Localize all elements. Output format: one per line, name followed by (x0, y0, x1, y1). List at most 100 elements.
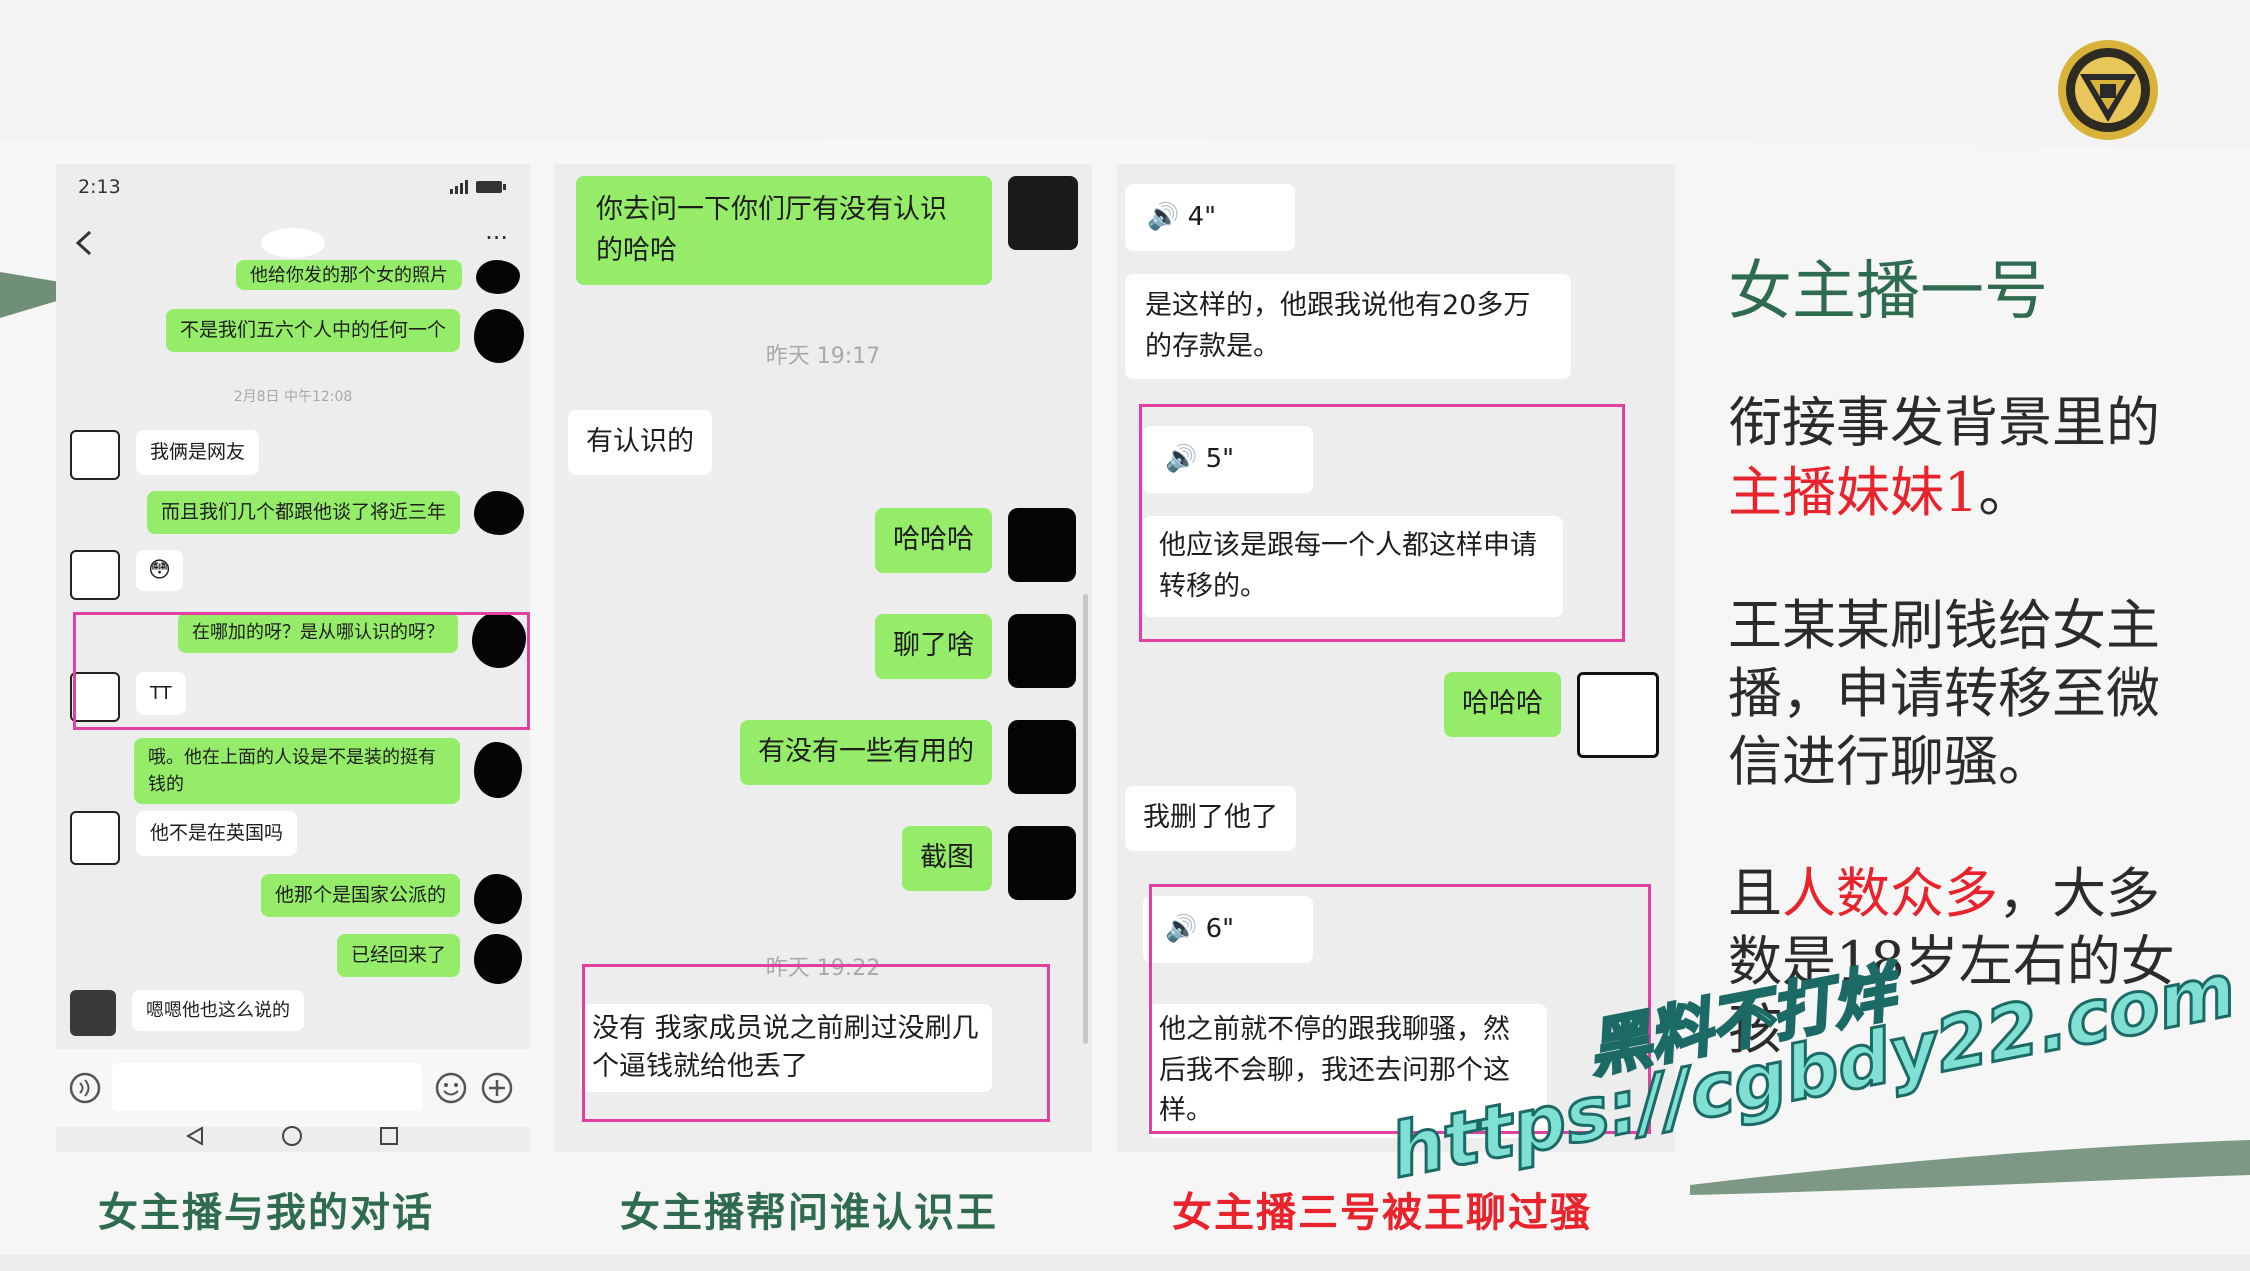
chat-screenshot-3: 🔊 4" 是这样的，他跟我说他有20多万的存款是。 🔊 5" 他应该是跟每一个人… (1117, 164, 1675, 1152)
message-row: 不是我们五六个人中的任何一个 (56, 309, 530, 363)
system-navigation-bar (56, 1125, 530, 1152)
back-triangle-icon[interactable] (184, 1125, 206, 1147)
message-row: TT (70, 672, 186, 722)
side-paragraph-3: 且人数众多，大多数是18岁左右的女孩 (1728, 862, 2175, 1061)
chat-bubble[interactable]: 有没有一些有用的 (740, 720, 992, 785)
message-row: 截图 (554, 826, 1092, 900)
chat-bubble[interactable]: 我俩是网友 (136, 430, 260, 475)
highlight-frame (1149, 884, 1651, 1134)
side-paragraph-2: 王某某刷钱给女主播，申请转移至微信进行聊骚。 (1728, 594, 2160, 793)
chat-bubble[interactable]: 我删了他了 (1125, 786, 1296, 851)
highlight-frame (1139, 404, 1625, 642)
chat-bubble[interactable]: 而且我们几个都跟他谈了将近三年 (146, 491, 460, 534)
chat-bubble[interactable]: 截图 (902, 826, 992, 891)
message-row: 而且我们几个都跟他谈了将近三年 (56, 491, 530, 535)
side-paragraph-1: 衔接事发背景里的主播妹妹1。 (1728, 391, 2160, 524)
message-row: 他不是在英国吗 (70, 811, 298, 865)
voice-wave-icon: 🔊 (1165, 914, 1206, 944)
message-row: 已经回来了 (56, 934, 530, 984)
message-row: 是这样的，他跟我说他有20多万的存款是。 (1125, 274, 1571, 379)
chat-bubble[interactable]: 他应该是跟每一个人都这样申请转移的。 (1143, 516, 1563, 617)
plus-icon[interactable] (480, 1071, 514, 1105)
avatar (70, 430, 120, 480)
chat-bubble[interactable]: 哦。他在上面的人设是不是装的挺有钱的 (134, 738, 460, 804)
message-row: 没有 我家成员说之前刷过没刷几个逼钱就给他丢了 (580, 1004, 992, 1092)
chat-bubble[interactable]: 你去问一下你们厅有没有认识的哈哈 (576, 176, 992, 285)
message-row: 我俩是网友 (70, 430, 260, 480)
avatar (1577, 672, 1659, 758)
chat-bubble[interactable]: 他之前就不停的跟我聊骚，然后我不会聊，我还去问那个这样。 (1147, 1004, 1547, 1138)
avatar (1008, 176, 1078, 250)
avatar (476, 260, 520, 294)
home-circle-icon[interactable] (280, 1125, 304, 1149)
message-row: 哦。他在上面的人设是不是装的挺有钱的 (56, 738, 530, 804)
message-row: 嗯嗯他也这么说的 (70, 990, 304, 1036)
voice-message[interactable]: 🔊 5" (1143, 426, 1313, 493)
chat-bubble[interactable]: 嗯嗯他也这么说的 (132, 990, 304, 1031)
chat-bubble[interactable]: 聊了啥 (875, 614, 992, 679)
scrollbar[interactable] (1083, 594, 1088, 1044)
message-row: 我删了他了 (1125, 786, 1296, 851)
message-row: 他之前就不停的跟我聊骚，然后我不会聊，我还去问那个这样。 (1147, 1004, 1547, 1138)
voice-message[interactable]: 🔊 4" (1125, 184, 1295, 251)
message-row: 聊了啥 (554, 614, 1092, 688)
avatar (1008, 720, 1076, 794)
timestamp: 昨天 19:17 (765, 344, 881, 369)
message-row: 哈哈哈 (1117, 672, 1675, 758)
chat-bubble[interactable]: 是这样的，他跟我说他有20多万的存款是。 (1125, 274, 1571, 379)
avatar (1008, 508, 1076, 582)
emoji-icon[interactable] (434, 1071, 468, 1105)
chat-bubble[interactable]: 哈哈哈 (1444, 672, 1561, 737)
avatar (474, 309, 524, 363)
message-row: 你去问一下你们厅有没有认识的哈哈 (554, 176, 1092, 285)
avatar (70, 672, 120, 722)
chat-input-bar (56, 1049, 530, 1127)
chat-bubble[interactable]: 😳 (136, 550, 183, 591)
avatar (474, 874, 522, 924)
chat-bubble[interactable]: 在哪加的呀？是从哪认识的呀？ (178, 612, 458, 653)
chevron-left-icon[interactable] (72, 228, 96, 258)
message-row: 他应该是跟每一个人都这样申请转移的。 (1143, 516, 1563, 617)
signal-battery-icon (450, 180, 506, 194)
chat-bubble[interactable]: 他不是在英国吗 (136, 811, 298, 856)
avatar (474, 742, 522, 798)
message-row: 在哪加的呀？是从哪认识的呀？ (56, 612, 530, 668)
highlight-text: 主播妹妹1 (1728, 461, 1979, 524)
voice-wave-icon: 🔊 (1165, 444, 1206, 474)
voice-message[interactable]: 🔊 6" (1143, 896, 1313, 963)
chat-bubble[interactable]: TT (136, 672, 186, 715)
highlight-text: 人数众多 (1782, 862, 1998, 925)
avatar (70, 550, 120, 600)
recents-square-icon[interactable] (378, 1126, 400, 1148)
message-row: 有没有一些有用的 (554, 720, 1092, 794)
status-bar: 2:13 (56, 164, 530, 208)
message-row: 😳 (70, 550, 183, 600)
contact-name-redacted (261, 228, 325, 258)
status-time: 2:13 (78, 176, 121, 198)
chat-bubble[interactable]: 有认识的 (568, 410, 712, 475)
message-row: 🔊 6" (1143, 896, 1313, 963)
message-row: 哈哈哈 (554, 508, 1092, 582)
message-row: 有认识的 (568, 410, 712, 475)
chat-bubble[interactable]: 没有 我家成员说之前刷过没刷几个逼钱就给他丢了 (580, 1004, 992, 1092)
chat-bubble[interactable]: 他那个是国家公派的 (260, 874, 460, 917)
message-input[interactable] (112, 1063, 422, 1111)
university-seal-logo (2058, 40, 2158, 140)
message-row: 🔊 4" (1125, 184, 1295, 251)
voice-input-icon[interactable] (68, 1071, 102, 1105)
highlight-frame (582, 964, 1050, 1122)
avatar (472, 612, 526, 668)
chat-bubble[interactable]: 不是我们五六个人中的任何一个 (165, 309, 460, 352)
message-row: 他那个是国家公派的 (56, 874, 530, 924)
timestamp: 2月8日 中午12:08 (233, 389, 353, 405)
chat-bubble[interactable]: 他给你发的那个女的照片 (236, 260, 462, 290)
more-menu-button[interactable]: ··· (485, 224, 508, 252)
avatar (1008, 614, 1076, 688)
caption-phone-2: 女主播帮问谁认识王 (620, 1190, 998, 1236)
avatar (70, 990, 116, 1036)
chat-bubble[interactable]: 哈哈哈 (875, 508, 992, 573)
voice-wave-icon: 🔊 (1147, 202, 1188, 232)
highlight-frame (73, 612, 530, 730)
chat-bubble[interactable]: 已经回来了 (336, 934, 460, 977)
message-row: 🔊 5" (1143, 426, 1313, 493)
